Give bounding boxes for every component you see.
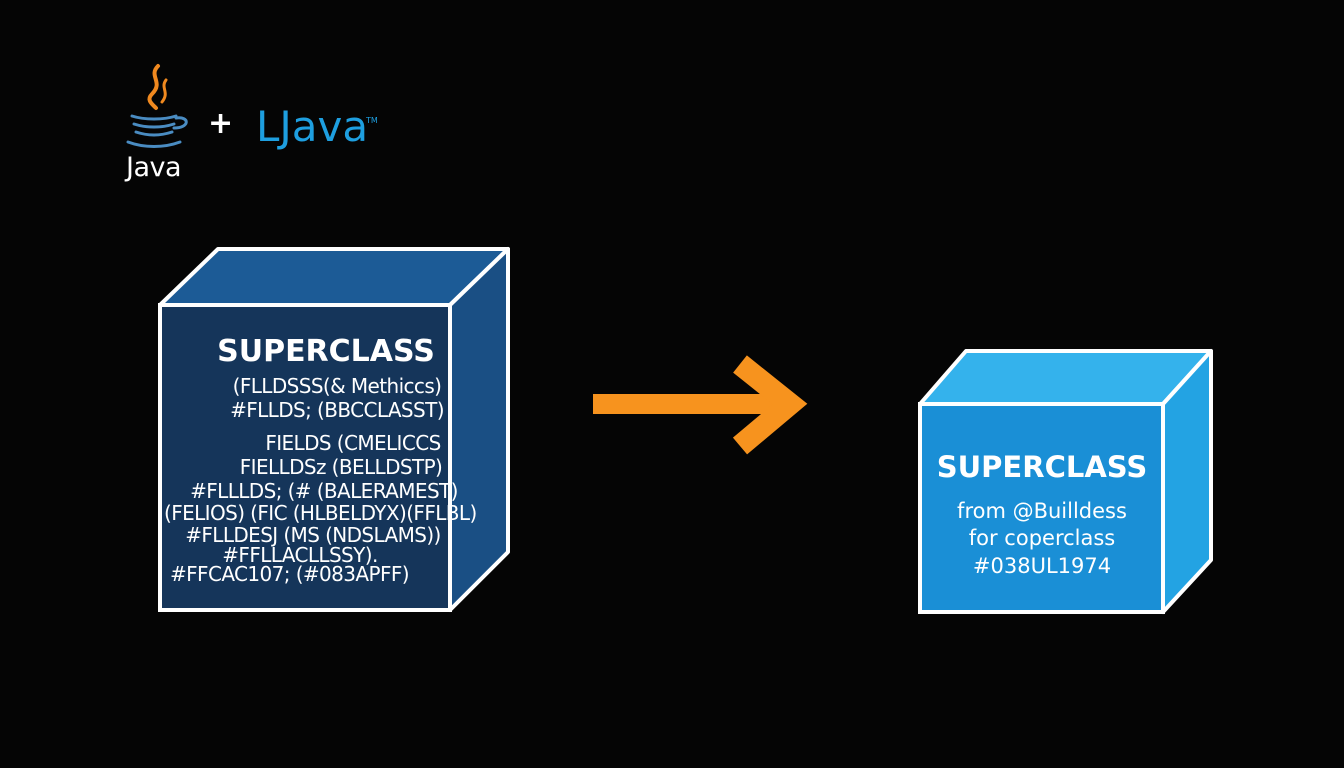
trademark-mark: TM bbox=[366, 116, 378, 125]
right-cube-line-1: from @Builldess bbox=[957, 499, 1127, 523]
plus-sign: + bbox=[208, 106, 234, 141]
left-cube-line-7: #FLLDESJ (MS (NDSLAMS)) bbox=[185, 523, 441, 547]
left-cube-line-4: FIELLDSz (BELLDSTP) bbox=[239, 455, 443, 479]
left-cube-line-8: #FFLLACLLSSY). bbox=[222, 543, 378, 567]
right-cube-line-2: for coperclass bbox=[968, 526, 1116, 550]
left-cube-front-face bbox=[158, 303, 452, 612]
right-superclass-cube bbox=[918, 349, 1213, 614]
left-cube-line-6: (FELIOS) (FIC (HLBELDYX)(FFLBL) bbox=[164, 501, 477, 525]
left-cube-top-face bbox=[158, 247, 510, 307]
right-cube-line-3: #038UL1974 bbox=[972, 554, 1112, 578]
left-cube-line-3: FIELDS (CMELICCS bbox=[265, 431, 441, 455]
left-cube-line-1: (FLLDSSS(& Methiccs) bbox=[232, 374, 442, 398]
left-cube-line-2: #FLLDS; (BBCCLASST) bbox=[230, 398, 444, 422]
left-superclass-cube bbox=[158, 247, 510, 612]
right-cube-title: SUPERCLASS bbox=[936, 450, 1148, 484]
right-cube-top-face bbox=[918, 349, 1213, 406]
java-logo-word: Java bbox=[126, 152, 182, 183]
java-logo: Java bbox=[118, 62, 190, 187]
left-cube-line-9: #FFCAC107; (#083APFF) bbox=[170, 562, 410, 586]
arrow-head bbox=[732, 355, 808, 455]
left-cube-title: SUPERCLASS bbox=[217, 334, 435, 369]
left-cube-side-face bbox=[448, 247, 510, 612]
ljava-brand: LJava bbox=[256, 102, 369, 151]
left-cube-line-5: #FLLLDS; (# (BALERAMEST) bbox=[190, 479, 458, 503]
logo-row: Java + LJava TM bbox=[112, 62, 392, 192]
right-cube-front-face bbox=[918, 402, 1165, 614]
transform-arrow bbox=[593, 355, 808, 455]
